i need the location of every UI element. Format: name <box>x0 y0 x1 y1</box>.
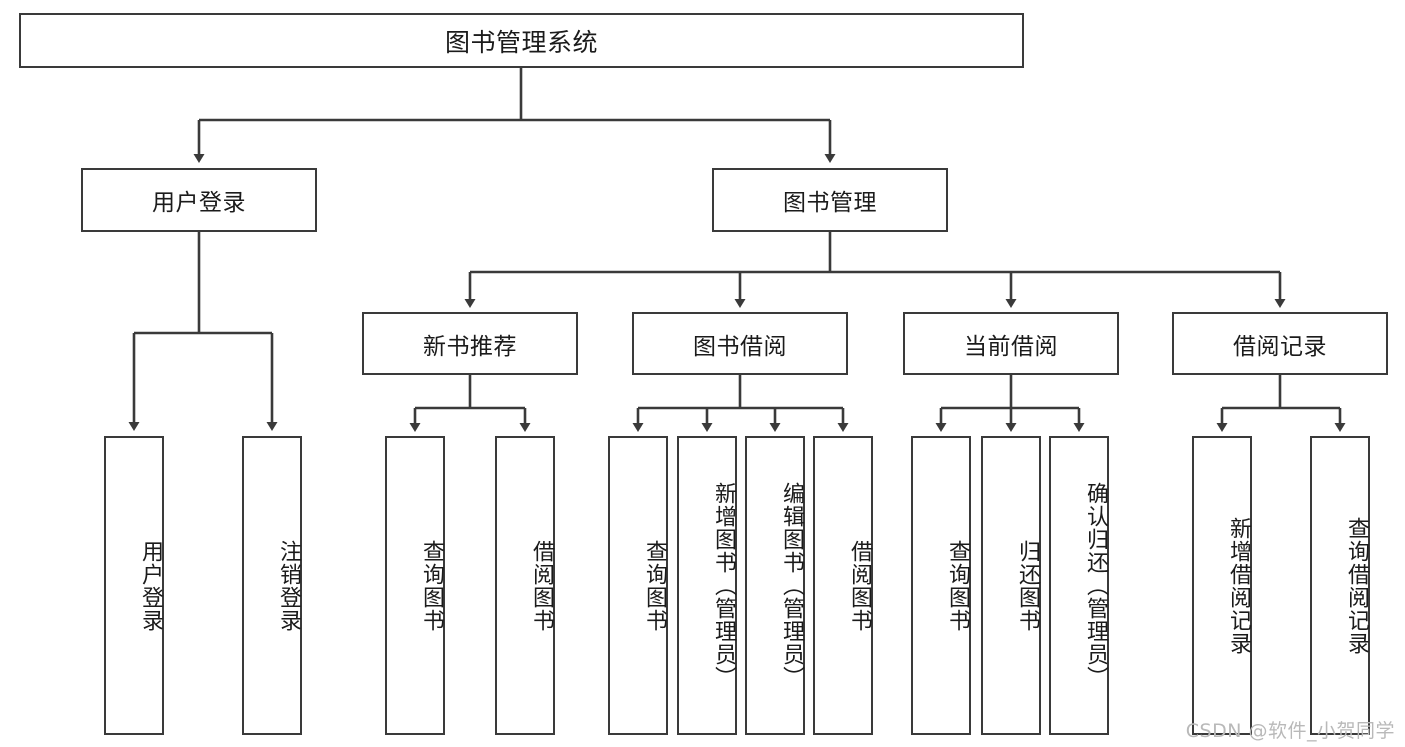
leaf-user-login-1[interactable]: 用户登录 <box>104 436 164 735</box>
leaf-current-borrow-3-label: 确认归还（管理员） <box>1083 482 1108 689</box>
leaf-user-login-2[interactable]: 注销登录 <box>242 436 302 735</box>
leaf-borrow-record-2-label: 查询借阅记录 <box>1344 516 1369 655</box>
node-root-label: 图书管理系统 <box>444 27 598 57</box>
leaf-borrow-record-1[interactable]: 新增借阅记录 <box>1192 436 1252 735</box>
leaf-user-login-1-label: 用户登录 <box>138 539 163 632</box>
leaf-book-borrow-1[interactable]: 查询图书 <box>608 436 668 735</box>
leaf-borrow-record-1-label: 新增借阅记录 <box>1226 516 1251 655</box>
leaf-current-borrow-2-label: 归还图书 <box>1015 539 1040 632</box>
leaf-book-borrow-4[interactable]: 借阅图书 <box>813 436 873 735</box>
node-borrow-record[interactable]: 借阅记录 <box>1172 312 1388 375</box>
leaf-new-book-2[interactable]: 借阅图书 <box>495 436 555 735</box>
node-user-login-label: 用户登录 <box>152 190 246 216</box>
leaf-new-book-1-label: 查询图书 <box>419 539 444 632</box>
leaf-book-borrow-2-label: 新增图书（管理员） <box>711 482 736 689</box>
node-book-borrow-label: 图书借阅 <box>693 333 787 360</box>
node-book-borrow[interactable]: 图书借阅 <box>632 312 848 375</box>
watermark: CSDN @软件_小贺同学 <box>1185 720 1395 742</box>
node-new-book-recommend-label: 新书推荐 <box>423 333 517 360</box>
leaf-user-login-2-label: 注销登录 <box>276 539 301 632</box>
leaf-current-borrow-3[interactable]: 确认归还（管理员） <box>1049 436 1109 735</box>
leaf-book-borrow-1-label: 查询图书 <box>642 539 667 632</box>
node-user-login[interactable]: 用户登录 <box>81 168 317 232</box>
leaf-book-borrow-4-label: 借阅图书 <box>847 539 872 632</box>
leaf-borrow-record-2[interactable]: 查询借阅记录 <box>1310 436 1370 735</box>
leaf-current-borrow-2[interactable]: 归还图书 <box>981 436 1041 735</box>
node-current-borrow-label: 当前借阅 <box>964 333 1058 360</box>
leaf-book-borrow-3-label: 编辑图书（管理员） <box>779 482 804 689</box>
node-book-manage[interactable]: 图书管理 <box>712 168 948 232</box>
node-book-manage-label: 图书管理 <box>783 190 877 216</box>
leaf-current-borrow-1[interactable]: 查询图书 <box>911 436 971 735</box>
leaf-book-borrow-2[interactable]: 新增图书（管理员） <box>677 436 737 735</box>
leaf-new-book-2-label: 借阅图书 <box>529 539 554 632</box>
node-new-book-recommend[interactable]: 新书推荐 <box>362 312 578 375</box>
node-borrow-record-label: 借阅记录 <box>1233 333 1327 360</box>
node-root[interactable]: 图书管理系统 <box>19 13 1024 68</box>
node-current-borrow[interactable]: 当前借阅 <box>903 312 1119 375</box>
leaf-book-borrow-3[interactable]: 编辑图书（管理员） <box>745 436 805 735</box>
leaf-new-book-1[interactable]: 查询图书 <box>385 436 445 735</box>
leaf-current-borrow-1-label: 查询图书 <box>945 539 970 632</box>
